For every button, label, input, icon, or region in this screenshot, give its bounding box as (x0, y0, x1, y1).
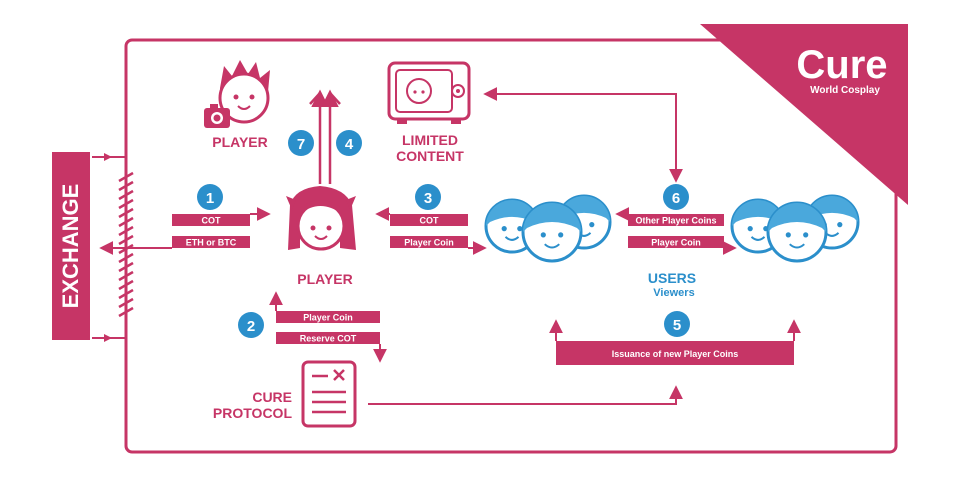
wall-hatch (118, 207, 134, 219)
safe-icon (387, 61, 471, 124)
brand-name: Cure (796, 43, 887, 87)
step-1-badge (197, 184, 223, 210)
wall-hatch (118, 261, 134, 273)
wall-hatch (118, 306, 134, 318)
step-5-badge (664, 311, 690, 337)
step-6-label-coin-bar (628, 236, 724, 248)
step-6-label-other: Other Player Coins (635, 216, 716, 226)
step-7-number: 7 (297, 136, 305, 153)
wall-hatch (118, 171, 134, 183)
step-6-number: 6 (672, 190, 680, 207)
wall-hatch (118, 288, 134, 300)
step-3-label-coin-bar (390, 236, 468, 248)
content-users-connector (483, 87, 683, 183)
wall-hatch (118, 279, 134, 291)
wall-hatch (118, 198, 134, 210)
step-7-badge (288, 130, 314, 156)
arrow-7-branch (309, 92, 321, 105)
wall-hatch (118, 216, 134, 228)
step-3-number: 3 (424, 190, 432, 207)
wall-hatch (118, 180, 134, 192)
exchange-block: EXCHANGE (52, 152, 90, 340)
step-6-label-other-bar (628, 214, 724, 226)
limited-content-line1: LIMITED (402, 132, 458, 148)
step-1-label-eth: ETH or BTC (186, 238, 237, 248)
step-1-number: 1 (206, 190, 214, 207)
step-2-badge (238, 312, 264, 338)
users-sublabel: Viewers (653, 287, 694, 299)
exchange-top-arrowhead (104, 153, 112, 161)
user-face-icon (766, 201, 828, 263)
step-1-label-cot: COT (202, 216, 222, 226)
step-5-label-bar (556, 341, 794, 365)
outer-frame (124, 38, 898, 454)
brand-corner: Cure World Cosplay (700, 24, 908, 205)
user-face-icon (521, 201, 583, 263)
arrow-4-branch (329, 92, 341, 105)
player-camera-icon (204, 60, 270, 128)
step-5-label: Issuance of new Player Coins (612, 349, 739, 359)
player-center-label: PLAYER (297, 271, 353, 287)
step-3-label-cot: COT (420, 216, 440, 226)
step-3-label-cot-bar (390, 214, 468, 226)
step-2-label-reserve: Reserve COT (300, 334, 357, 344)
exchange-label: EXCHANGE (58, 184, 83, 309)
step-4-number: 4 (345, 136, 354, 153)
users-group-left (484, 194, 612, 263)
cure-protocol-line2: PROTOCOL (213, 405, 293, 421)
limited-content-line2: CONTENT (396, 148, 464, 164)
wall-hatch (118, 234, 134, 246)
wall-hatch (118, 189, 134, 201)
exchange-wall (118, 171, 134, 318)
step-2-number: 2 (247, 318, 255, 335)
exchange-bottom-arrowhead (104, 334, 112, 342)
player-top-label: PLAYER (212, 134, 268, 150)
wall-hatch (118, 252, 134, 264)
document-icon (301, 360, 357, 428)
wall-hatch (118, 297, 134, 309)
step-2-label-reserve-bar (276, 332, 380, 344)
step-2-label-coin: Player Coin (303, 313, 353, 323)
step-1-label-cot-bar (172, 214, 250, 226)
wall-hatch (118, 270, 134, 282)
step-4-badge (336, 130, 362, 156)
step-6-label-coin: Player Coin (651, 238, 701, 248)
step-3-badge (415, 184, 441, 210)
step-2-label-coin-bar (276, 311, 380, 323)
wall-hatch (118, 225, 134, 237)
player-center-icon (286, 186, 356, 251)
step-1-label-eth-bar (172, 236, 250, 248)
users-label: USERS (648, 270, 696, 286)
step-5-number: 5 (673, 317, 681, 334)
protocol-to-users-arrow (368, 385, 683, 405)
step-6-badge (663, 184, 689, 210)
cure-protocol-line1: CURE (252, 389, 292, 405)
step-3-label-coin: Player Coin (404, 238, 454, 248)
brand-tagline: World Cosplay (810, 85, 880, 96)
users-group-right (730, 194, 860, 263)
